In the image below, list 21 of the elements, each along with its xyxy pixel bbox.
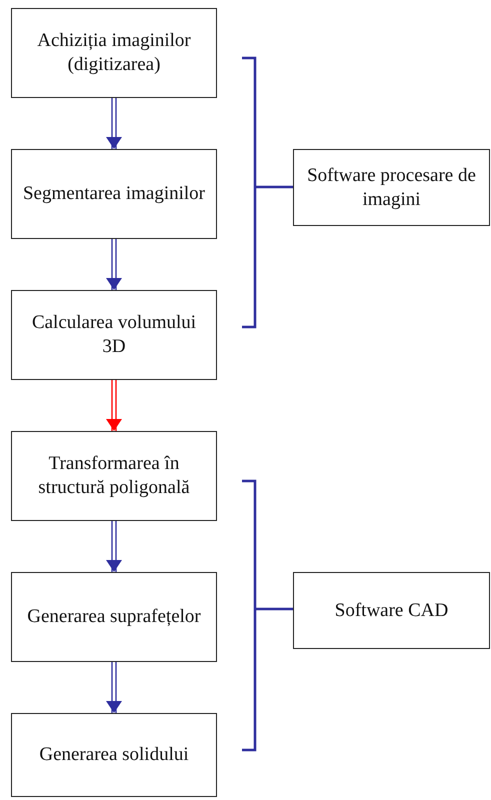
process-box	[11, 431, 217, 521]
arrow	[106, 661, 122, 714]
box-label: Generarea solidului	[39, 743, 189, 767]
box-label: Generarea suprafețelor	[27, 605, 201, 629]
process-box	[293, 572, 490, 649]
box-label: Calcularea volumului 3D	[30, 311, 198, 359]
arrow	[106, 520, 122, 573]
box-label: Software CAD	[334, 598, 448, 622]
process-box	[11, 572, 217, 662]
process-box	[293, 149, 490, 226]
box-label: Achiziția imaginilor (digitizarea)	[36, 29, 192, 77]
box-label: Segmentarea imaginilor	[22, 182, 206, 206]
box-label: Transformarea în structură poligonală	[37, 452, 191, 500]
box-label: Software procesare de imagini	[306, 164, 477, 212]
process-box	[11, 149, 217, 239]
process-box	[11, 8, 217, 98]
process-box	[11, 713, 217, 797]
arrow	[106, 379, 122, 432]
arrow	[106, 238, 122, 291]
process-box	[11, 290, 217, 380]
arrow	[106, 97, 122, 150]
